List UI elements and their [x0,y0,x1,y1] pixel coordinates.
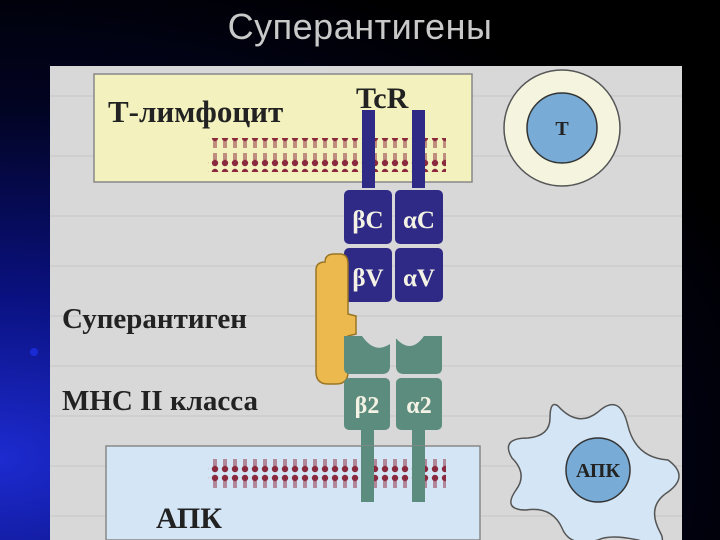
alpha-c-label: αC [403,207,435,234]
tcr-beta-c-domain [344,190,392,244]
superantigen-label: Суперантиген [62,303,247,335]
slide-title: Суперантигены [227,6,493,47]
alpha2-label: α2 [406,393,431,419]
superantigen-diagram: Т-лимфоцит TcR βC αC βV αV Суперантиген … [50,69,682,540]
tcr-beta-v-domain [344,248,392,302]
bullet-dot [30,348,38,356]
mhc-alpha2-domain [396,378,442,430]
t-circle-label: T [555,118,569,140]
apc-cell-icon [507,403,680,540]
t-cell-icon [503,69,621,187]
tcr-alpha-stalk [412,110,425,188]
apc-cell-label: АПК [576,460,621,482]
mhc-beta1-domain [344,336,390,374]
tcr-label: TcR [356,82,409,115]
tcr-alpha-v-domain [395,248,443,302]
beta-v-label: βV [352,265,383,292]
mhc-alpha-stalk-tm [412,446,425,502]
t-cell-membrane [93,73,473,183]
tcr-beta-stalk [362,110,375,188]
mhc-beta1-cup [362,336,392,348]
beta-c-label: βC [352,207,383,234]
mhc-alpha1-cup [394,336,424,346]
t-cell-label: Т-лимфоцит [108,94,283,129]
diagram-figure: Т-лимфоцит TcR βC αC βV αV Суперантиген … [50,66,682,540]
apc-label: АПК [156,502,222,535]
mhc-label: МНС II класса [62,385,259,417]
mhc-beta2-domain [344,378,390,430]
mhc-beta-stalk-tm [361,446,374,502]
beta2-label: β2 [355,393,380,419]
alpha-v-label: αV [403,265,435,292]
tcr-alpha-c-domain [395,190,443,244]
